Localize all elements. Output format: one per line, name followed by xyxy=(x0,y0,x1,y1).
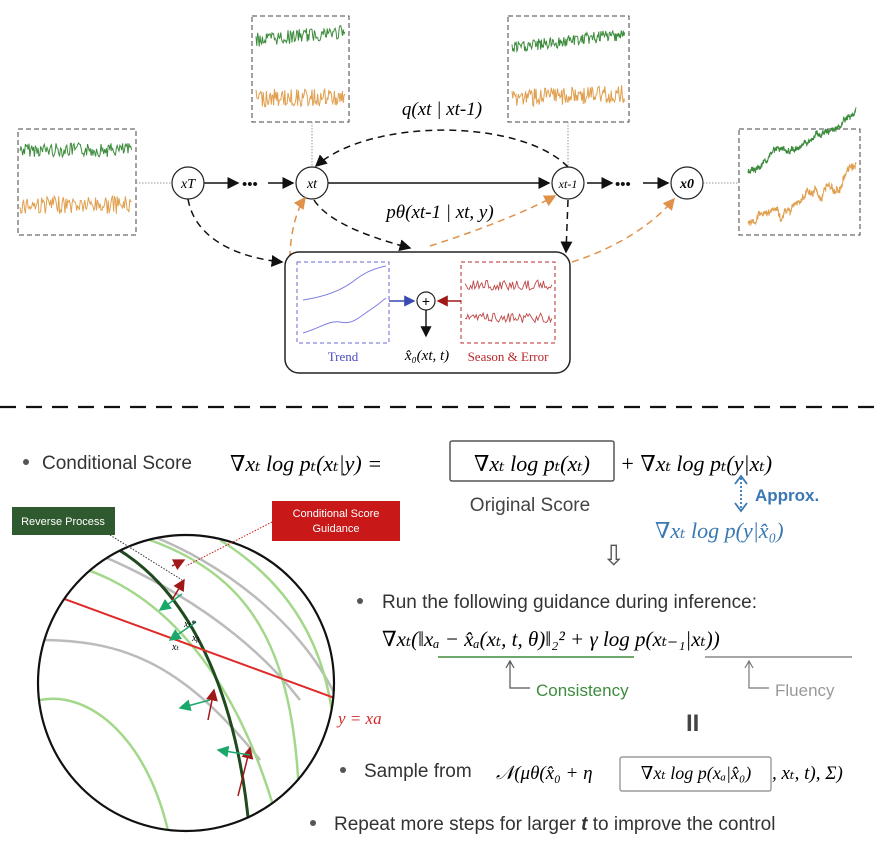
node-xT: xT xyxy=(171,166,205,200)
model-arrows xyxy=(187,195,675,267)
guidance-equation: ∇xₜ(‖xₐ − x̂ₐ(xₜ, t, θ)‖₂² + γ log p(xₜ₋… xyxy=(382,627,720,651)
repeat-text: Repeat more steps for larger t to improv… xyxy=(334,814,775,835)
guidance-row: Run the following guidance during infere… xyxy=(357,592,852,700)
node-xt: xt xyxy=(295,166,329,200)
guidance-text: Run the following guidance during infere… xyxy=(382,592,757,613)
approx-equation: ∇xₜ log p(y|x̂₀) xyxy=(655,518,784,543)
trend-label: Trend xyxy=(328,349,359,364)
repeat-text-post: to improve the control xyxy=(593,814,776,835)
conditional-score-label: Conditional Score xyxy=(42,453,192,474)
ellipsis-left: ••• xyxy=(242,176,258,193)
guidance-callout: Conditional Score Guidance xyxy=(185,501,400,567)
score-eq-lhs: ∇xₜ log pₜ(xₜ|y) = xyxy=(230,451,382,476)
p-label: pθ(xt-1 | xt, y) xyxy=(384,202,493,223)
q-arrow xyxy=(314,129,569,168)
decomposition-box: Trend Season & Error + x̂₀(xt, t) xyxy=(284,251,571,374)
approx-label: Approx. xyxy=(755,486,819,505)
sample-eq-pre: 𝒩(μθ(x̂₀ + η xyxy=(496,763,593,784)
conditional-score-row: Conditional Score ∇xₜ log pₜ(xₜ|y) = ∇xₜ… xyxy=(23,440,819,543)
node-x0-label: x0 xyxy=(679,177,694,192)
pt-xb: xᵦ xyxy=(191,633,199,644)
pt-xt: xₜ xyxy=(171,642,179,653)
node-xT-label: xT xyxy=(180,177,196,192)
node-xt-1-label: xt-1 xyxy=(558,177,578,191)
sample-eq-post: , xₜ, t), Σ) xyxy=(772,763,843,784)
xhat-label: x̂₀(xt, t) xyxy=(404,348,449,364)
sample-row: Sample from 𝒩(μθ(x̂₀ + η ∇xₜ log p(xₐ|x̂… xyxy=(340,756,843,792)
reverse-process-callout: Reverse Process xyxy=(12,507,183,581)
guidance-callout-line2: Guidance xyxy=(312,523,359,535)
q-label: q(xt | xt-1) xyxy=(402,99,482,120)
manifold-sphere: xₜ* xᵦ xₜ y = xa xyxy=(36,533,382,833)
pt-xt-star: xₜ* xyxy=(183,619,196,630)
season-label: Season & Error xyxy=(468,349,550,364)
consistency-label: Consistency xyxy=(536,681,629,700)
reverse-process-label: Reverse Process xyxy=(21,516,105,528)
series-box-left xyxy=(17,128,137,236)
series-box-right xyxy=(738,107,861,236)
down-arrow-icon: ⇩ xyxy=(602,540,625,571)
guidance-callout-line1: Conditional Score xyxy=(293,508,380,520)
original-score-caption: Original Score xyxy=(470,495,590,516)
node-xt-1: xt-1 xyxy=(551,166,585,200)
repeat-text-pre: Repeat more steps for larger xyxy=(334,814,577,835)
series-box-top-left xyxy=(251,15,350,123)
sample-text: Sample from xyxy=(364,761,472,782)
node-xt-label: xt xyxy=(306,177,318,192)
repeat-row: Repeat more steps for larger t to improv… xyxy=(310,814,775,835)
sample-eq-boxed: ∇xₜ log p(xₐ|x̂₀) xyxy=(641,763,751,784)
fluency-label: Fluency xyxy=(775,681,835,700)
main-chain: ••• ••• xyxy=(204,176,670,193)
equals-rotated: II xyxy=(686,710,699,737)
box-connectors xyxy=(136,122,739,184)
series-box-top-right xyxy=(507,15,630,123)
ellipsis-right: ••• xyxy=(615,176,631,193)
plus-op: + xyxy=(422,293,430,309)
repeat-text-t: t xyxy=(581,814,588,835)
score-eq-boxed: ∇xₜ log pₜ(xₜ) xyxy=(474,451,590,476)
score-eq-rhs: + ∇xₜ log pₜ(y|xₜ) xyxy=(620,451,772,476)
node-x0: x0 xyxy=(670,166,704,200)
y-equals-xa: y = xa xyxy=(336,709,382,728)
